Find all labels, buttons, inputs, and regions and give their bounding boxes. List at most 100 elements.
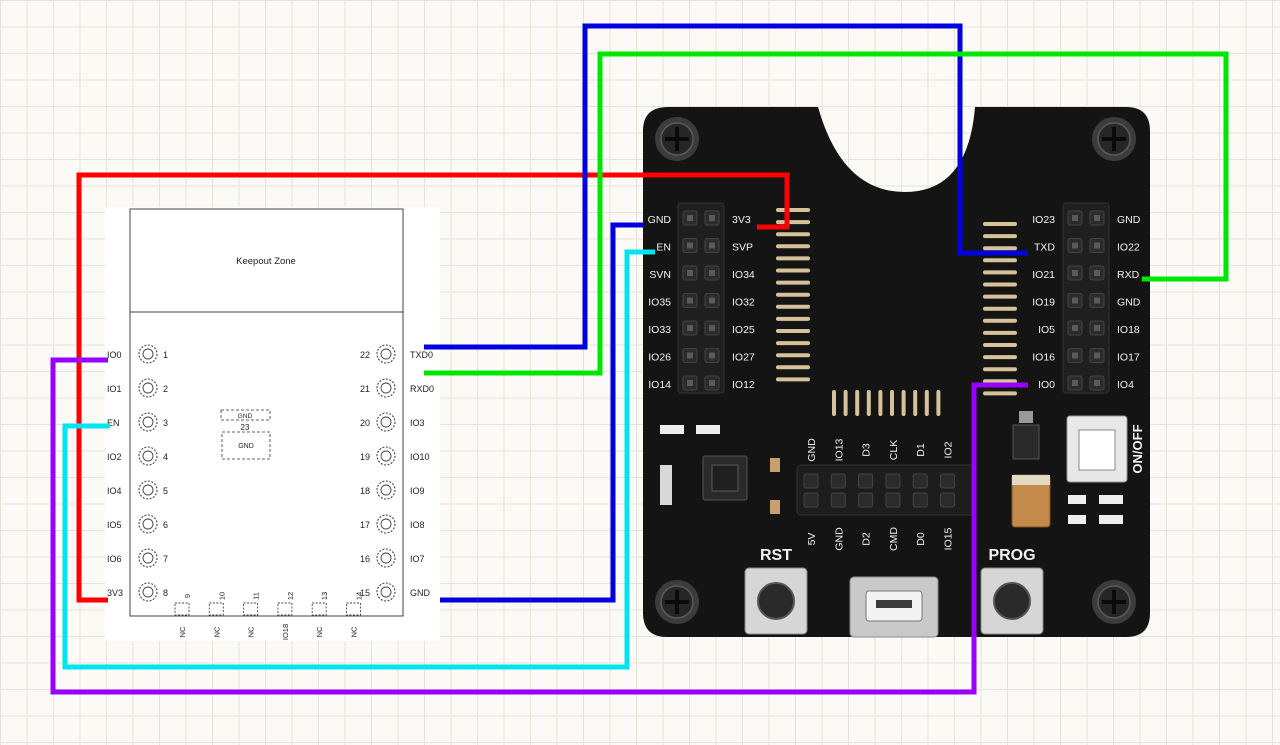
socket-contact bbox=[983, 306, 1017, 311]
module-pin-number: 6 bbox=[163, 520, 168, 530]
module-pin-pad bbox=[138, 378, 158, 398]
module-pin-pad bbox=[277, 602, 293, 616]
module-pin-pad bbox=[376, 514, 396, 534]
header-pin-tip bbox=[1094, 352, 1100, 359]
module-pin-pad bbox=[376, 446, 396, 466]
smd-capacitor bbox=[770, 458, 780, 472]
socket-contact bbox=[983, 270, 1017, 275]
voltage-regulator bbox=[1012, 424, 1040, 460]
module-pin-number: 10 bbox=[217, 592, 226, 600]
module-pin-label: NC bbox=[178, 626, 187, 637]
header-pin-tip bbox=[1094, 297, 1100, 304]
esp32-dev-board: GNDENSVNIO35IO33IO26IO143V3SVPIO34IO32IO… bbox=[643, 107, 1150, 638]
socket-contacts bbox=[776, 208, 1017, 416]
module-pin-pad bbox=[138, 344, 158, 364]
board-pin-label: IO18 bbox=[1117, 324, 1140, 336]
module-pin-hole bbox=[142, 348, 154, 360]
module-pin-number: 13 bbox=[320, 592, 329, 600]
socket-contact bbox=[983, 294, 1017, 299]
socket-contact bbox=[776, 208, 810, 212]
socket-contact bbox=[776, 256, 810, 261]
board-pin-label: IO25 bbox=[732, 324, 755, 336]
socket-contact bbox=[855, 390, 860, 416]
switch-label: ON/OFF bbox=[1130, 424, 1145, 473]
header-pin bbox=[803, 473, 819, 489]
module-pin-hole bbox=[380, 348, 392, 360]
bottom-header-label: D1 bbox=[915, 443, 927, 457]
prog-button[interactable] bbox=[980, 567, 1044, 635]
module-pin-label: RXD0 bbox=[410, 384, 434, 394]
socket-contact bbox=[983, 258, 1017, 263]
regulator-tab bbox=[1019, 411, 1033, 423]
board-pin-label: IO14 bbox=[648, 379, 671, 391]
module-pin-number: 18 bbox=[360, 486, 370, 496]
module-pin-number: 21 bbox=[360, 384, 370, 394]
module-pin-label: IO3 bbox=[410, 418, 425, 428]
board-pin-label: IO4 bbox=[1117, 379, 1134, 391]
socket-contact bbox=[983, 355, 1017, 360]
module-pin-label: NC bbox=[350, 626, 359, 637]
module-pin-number: 12 bbox=[286, 592, 295, 600]
header-pin bbox=[830, 473, 846, 489]
socket-contact bbox=[901, 390, 906, 416]
board-pin-label: RXD bbox=[1117, 269, 1140, 281]
module-pin-hole bbox=[142, 586, 154, 598]
module-pin-label: IO0 bbox=[107, 350, 122, 360]
module-pin-pad bbox=[138, 412, 158, 432]
module-pin-number: 17 bbox=[360, 520, 370, 530]
socket-contact bbox=[983, 330, 1017, 335]
header-pin-tip bbox=[687, 380, 693, 386]
header-pin bbox=[885, 492, 901, 508]
board-pin-label: IO12 bbox=[732, 379, 755, 391]
socket-contact bbox=[913, 390, 918, 416]
ground-pad-top bbox=[220, 409, 271, 421]
module-pin-number: 5 bbox=[163, 486, 168, 496]
module-pin-hole bbox=[380, 552, 392, 564]
header-pin bbox=[858, 492, 874, 508]
socket-contact bbox=[983, 246, 1017, 251]
header-pin bbox=[940, 492, 955, 508]
module-pin-pad bbox=[208, 602, 224, 616]
board-pin-label: GND bbox=[1117, 214, 1141, 226]
bottom-header-label: CMD bbox=[888, 527, 900, 551]
module-pin-number: 4 bbox=[163, 452, 168, 462]
keepout-label: Keepout Zone bbox=[236, 256, 296, 267]
socket-contact bbox=[890, 390, 894, 416]
socket-contact bbox=[776, 268, 810, 273]
board-pin-label: IO17 bbox=[1117, 352, 1140, 364]
module-pin-pad bbox=[376, 344, 396, 364]
module-pin-number: 20 bbox=[360, 418, 370, 428]
header-pin-tip bbox=[709, 270, 715, 276]
module-pin-hole bbox=[142, 484, 154, 496]
module-pin-pad bbox=[376, 412, 396, 432]
header-pin-tip bbox=[1072, 380, 1078, 386]
rst-button[interactable] bbox=[744, 567, 808, 635]
board-pin-label: IO16 bbox=[1032, 352, 1055, 364]
ground-pad-top-label: GND bbox=[238, 413, 253, 420]
module-pin-pad bbox=[174, 602, 190, 616]
bottom-header-label: D0 bbox=[915, 532, 927, 546]
gnd-en-wire bbox=[440, 222, 643, 603]
module-pin-hole bbox=[142, 382, 154, 394]
module-pin-hole bbox=[380, 416, 392, 428]
power-switch[interactable] bbox=[1066, 415, 1128, 483]
smd-resistor bbox=[1068, 495, 1086, 504]
header-pin bbox=[858, 473, 874, 489]
header-pin bbox=[803, 492, 819, 508]
header-pin-tip bbox=[1072, 297, 1078, 304]
module-pin-hole bbox=[142, 518, 154, 530]
board-pin-label: IO21 bbox=[1032, 269, 1055, 281]
bottom-header-label: D2 bbox=[861, 532, 873, 546]
module-pin-pad bbox=[243, 602, 259, 616]
module-pin-label: IO4 bbox=[107, 486, 122, 496]
board-pin-label: GND bbox=[1117, 297, 1141, 309]
module-pin-label: IO5 bbox=[107, 520, 122, 530]
smd-capacitor bbox=[770, 500, 780, 514]
chip-core bbox=[711, 464, 739, 492]
module-pin-label: IO18 bbox=[281, 624, 290, 640]
module-pin-pad bbox=[138, 446, 158, 466]
usb-port-icon bbox=[849, 576, 939, 638]
